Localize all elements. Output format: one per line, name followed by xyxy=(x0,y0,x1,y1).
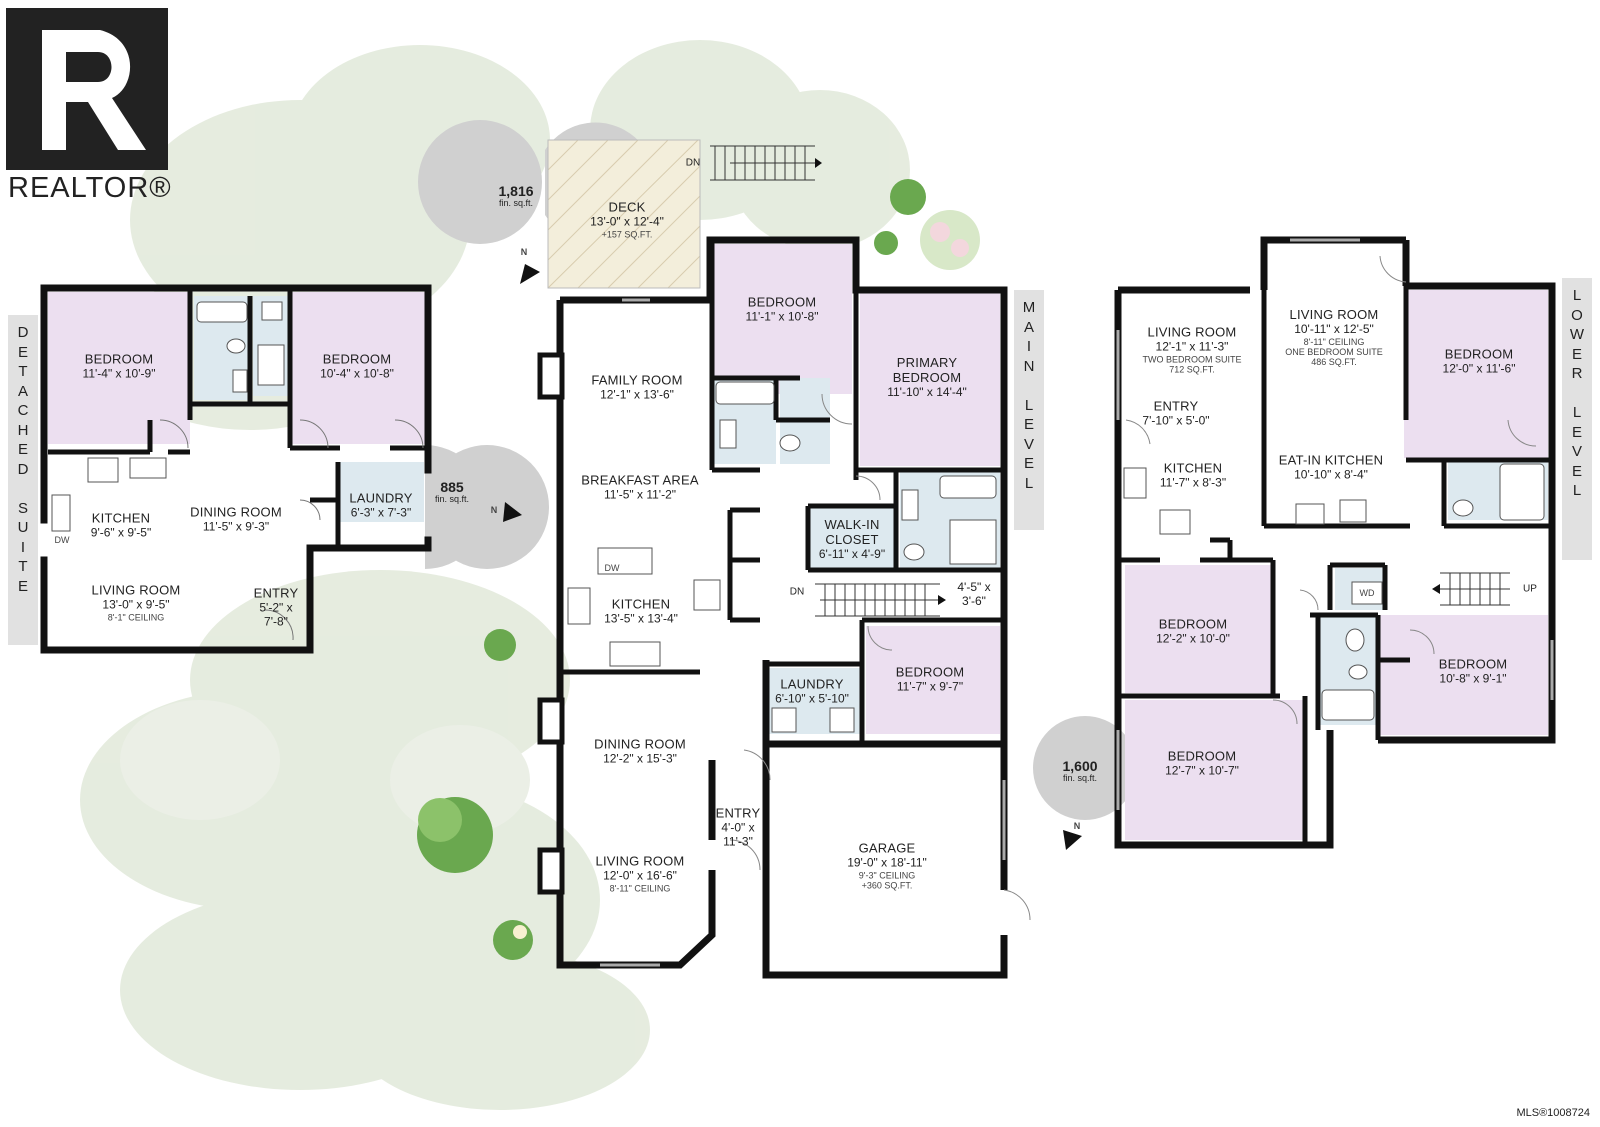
tree-icon xyxy=(417,179,980,960)
main-stairs-down-label: DN xyxy=(789,586,805,598)
mls-number: MLS®1008724 xyxy=(1516,1107,1590,1119)
dishwasher-label: DW xyxy=(54,535,70,545)
detached-suite-plan xyxy=(40,284,432,654)
realtor-logo-text: REALTOR® xyxy=(8,172,172,204)
realtor-logo-icon xyxy=(6,8,168,170)
north-label: N xyxy=(490,505,498,515)
washer-dryer-label: WD xyxy=(1359,588,1375,598)
north-label: N xyxy=(520,247,528,257)
north-arrow-icon xyxy=(520,264,540,284)
lower-level-plan xyxy=(1114,236,1556,849)
lower-stairs-up-label: UP xyxy=(1523,583,1537,595)
dishwasher-label: DW xyxy=(604,563,620,573)
north-label: N xyxy=(1073,821,1081,831)
deck-stairs-down-label: DN xyxy=(685,157,701,169)
main-level-plan xyxy=(537,139,1031,979)
